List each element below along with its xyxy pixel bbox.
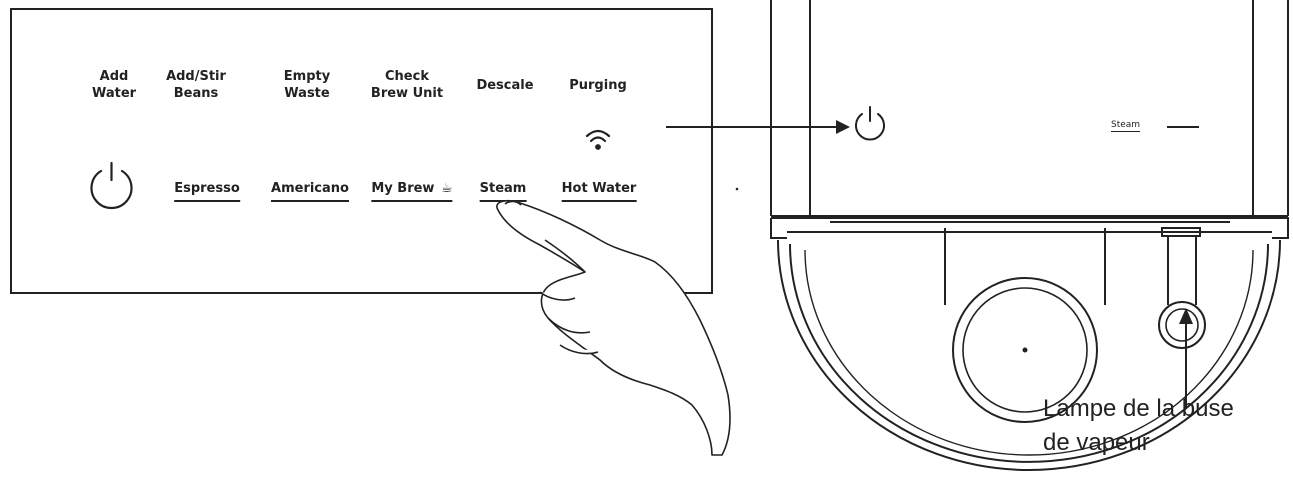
- status-line: Brew Unit: [370, 86, 444, 101]
- status-line: Add: [99, 69, 129, 84]
- status-line: Add/Stir: [166, 69, 226, 84]
- machine-steam-label: Steam: [1111, 120, 1141, 132]
- steam-light-indicator: [1167, 126, 1199, 128]
- status-add-stir-beans: Add/Stir Beans: [166, 68, 226, 102]
- status-descale: Descale: [476, 77, 533, 94]
- status-add-water: Add Water: [92, 68, 136, 102]
- status-empty-waste: Empty Waste: [284, 68, 330, 102]
- status-line: Check: [385, 69, 429, 84]
- cup-icon: ☕: [440, 181, 453, 196]
- wifi-waves-icon: [585, 129, 611, 150]
- status-line: Water: [91, 86, 137, 101]
- hand-illustration: [496, 200, 731, 456]
- status-line: Purging: [569, 78, 627, 93]
- my-brew-button[interactable]: My Brew ☕: [371, 181, 453, 202]
- dot-marker: [735, 187, 739, 191]
- callout-line: Lampe de la buse: [1043, 395, 1234, 422]
- coffee-machine-front: [770, 0, 1289, 471]
- status-line: Beans: [173, 86, 219, 101]
- callout-line: de vapeur: [1043, 429, 1150, 456]
- americano-button[interactable]: Americano: [271, 181, 349, 202]
- status-purging: Purging: [569, 77, 627, 94]
- callout-arrow: [1179, 308, 1193, 408]
- status-line: Empty: [283, 69, 331, 84]
- steam-wand-light-callout: Lampe de la buse de vapeur: [1043, 392, 1234, 460]
- status-line: Descale: [476, 78, 534, 93]
- machine-power-icon: [855, 106, 885, 141]
- power-icon: [90, 161, 133, 210]
- status-check-brew-unit: Check Brew Unit: [371, 68, 443, 102]
- pointer-arrow: [666, 120, 850, 134]
- hot-water-button[interactable]: Hot Water: [561, 181, 637, 202]
- status-line: Waste: [284, 86, 330, 101]
- my-brew-label: My Brew: [371, 181, 435, 196]
- espresso-button[interactable]: Espresso: [174, 181, 240, 202]
